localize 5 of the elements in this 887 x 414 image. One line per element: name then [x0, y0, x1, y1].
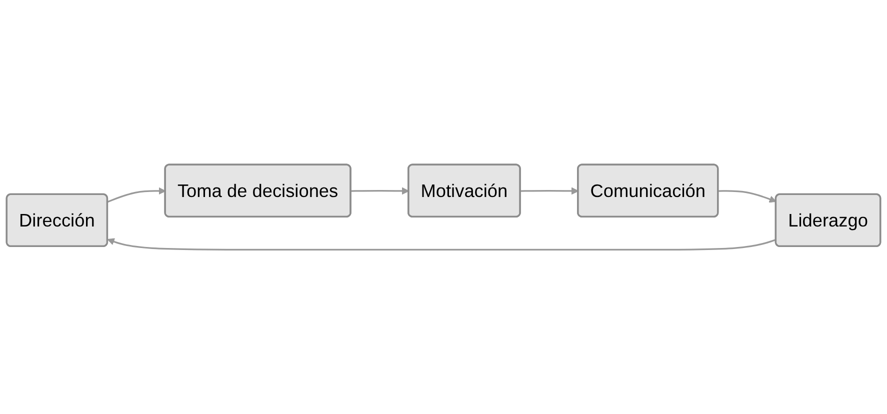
- arrow: [718, 190, 776, 203]
- arrow: [107, 187, 166, 202]
- arrow: [350, 187, 410, 194]
- arrow: [107, 238, 776, 250]
- arrow: [520, 187, 579, 194]
